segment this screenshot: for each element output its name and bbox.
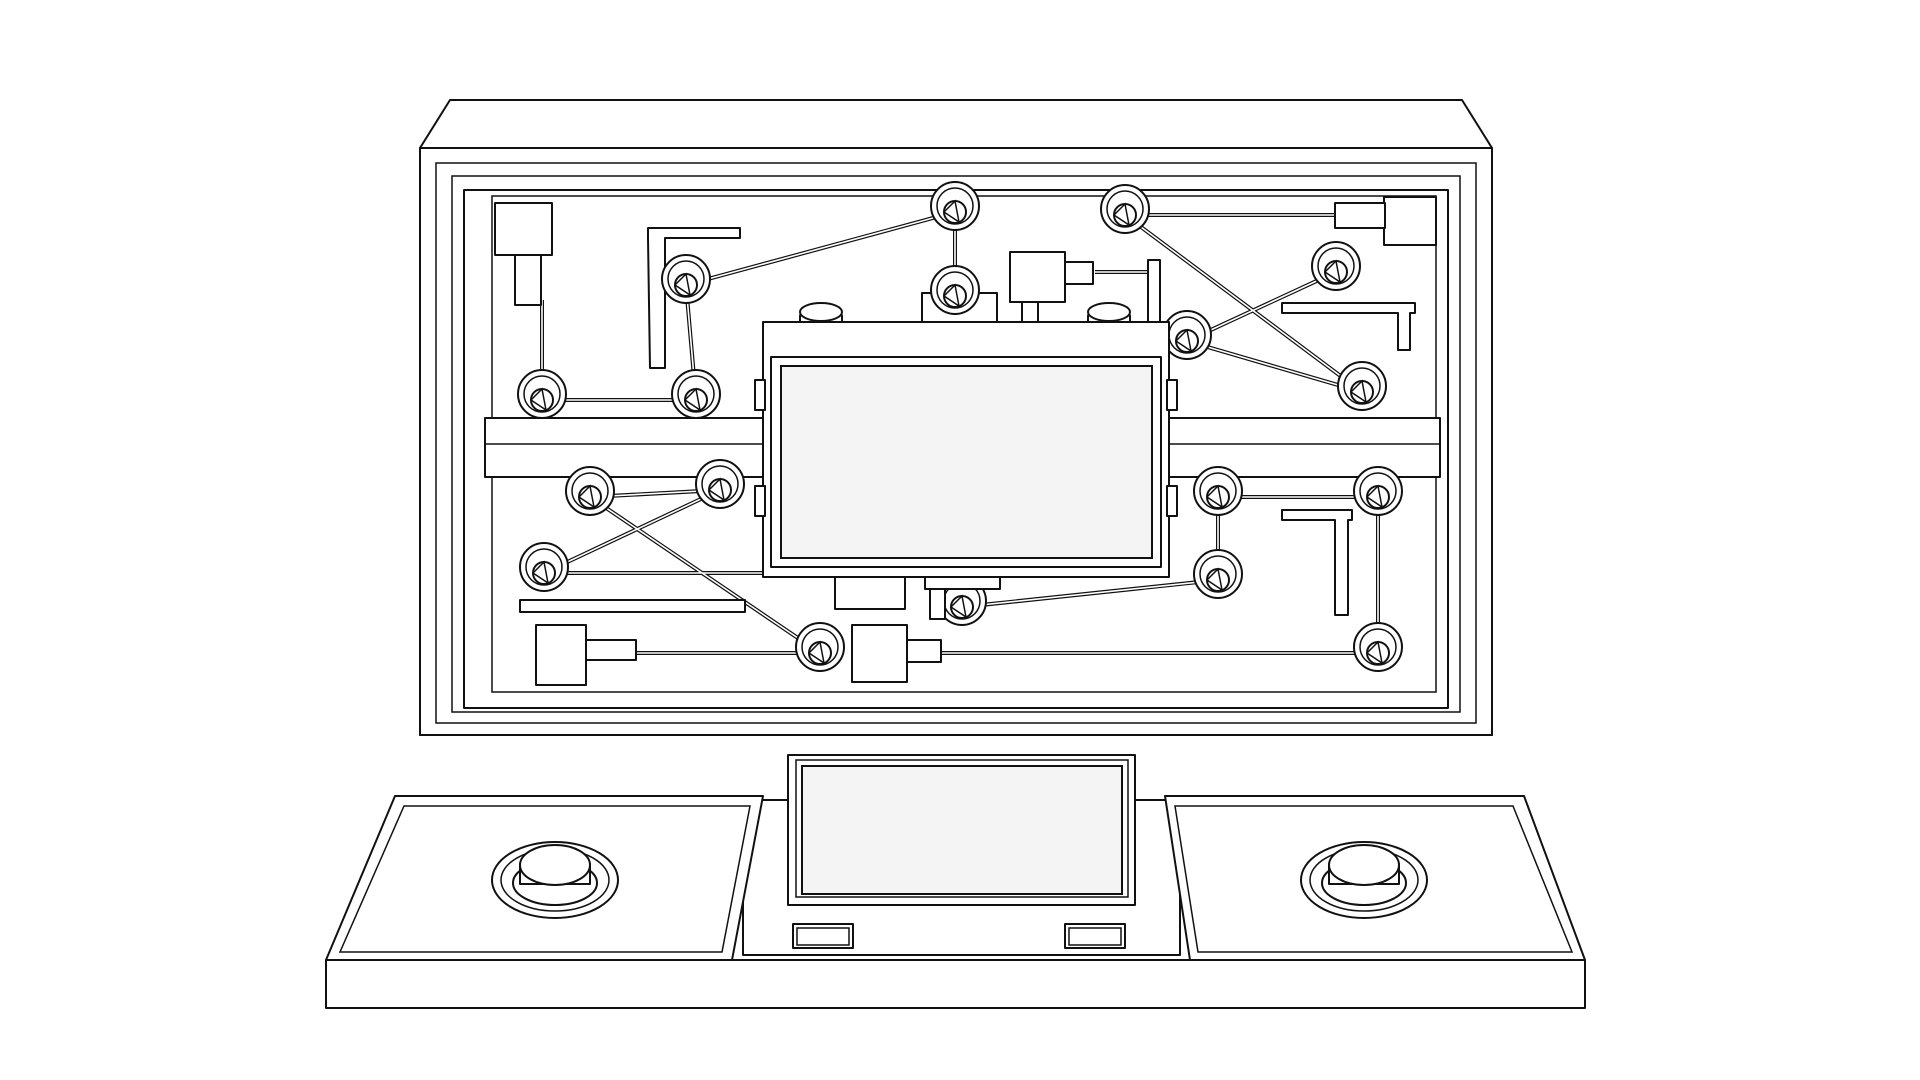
mirror-mount xyxy=(1353,466,1403,516)
mirror-mount xyxy=(1311,241,1361,291)
mirror-mount xyxy=(565,466,615,516)
mirror-mount xyxy=(519,542,569,592)
joystick-left[interactable] xyxy=(491,841,619,919)
mirror-mount xyxy=(517,369,567,419)
l-bracket xyxy=(519,599,746,613)
mirror-layer xyxy=(517,181,1403,672)
laser-emitter xyxy=(535,624,637,686)
mirror-mount xyxy=(661,254,711,304)
mirror-mount xyxy=(1353,622,1403,672)
cabinet-top-bevel xyxy=(419,99,1493,149)
l-bracket xyxy=(1281,509,1353,616)
mirror-mount xyxy=(1337,361,1387,411)
console-base xyxy=(325,959,1586,1009)
cabinet-frame-lip xyxy=(451,175,1461,713)
mirror-mount xyxy=(695,459,745,509)
mirror-mount xyxy=(930,181,980,231)
laser-emitters xyxy=(494,196,1437,686)
mirror-mount xyxy=(671,369,721,419)
mirror-mount xyxy=(930,265,980,315)
cabinet-display xyxy=(754,302,1178,620)
cabinet-frame-inner xyxy=(435,162,1477,724)
brackets xyxy=(519,227,1416,616)
l-bracket xyxy=(1281,302,1416,351)
control-console xyxy=(325,754,1586,1009)
laser-emitter xyxy=(1009,251,1094,303)
mirror-mount xyxy=(1193,549,1243,599)
l-bracket xyxy=(647,227,741,369)
laser-emitter xyxy=(494,202,553,306)
mirror-mount xyxy=(1162,310,1212,360)
blank-screen-icon xyxy=(780,365,1153,559)
joystick-right[interactable] xyxy=(1300,841,1428,919)
laser-emitter xyxy=(1334,196,1437,246)
blank-screen-icon xyxy=(801,765,1123,895)
mirror-mount xyxy=(1100,184,1150,234)
mirror-mount xyxy=(795,622,845,672)
laser-emitter xyxy=(851,624,942,683)
mirror-mount xyxy=(1193,466,1243,516)
